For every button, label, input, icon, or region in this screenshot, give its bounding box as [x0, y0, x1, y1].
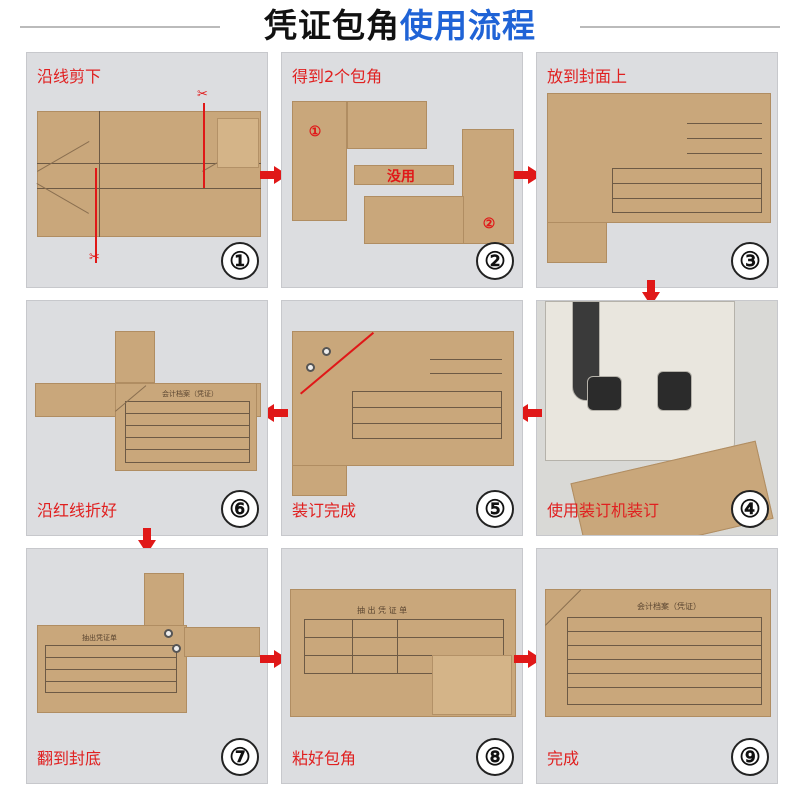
top-flap	[115, 331, 155, 383]
step-panel-6: 会计档案（凭证） 沿红线折好 ⑥	[26, 300, 268, 536]
form-rule	[45, 669, 177, 670]
form-rule	[687, 153, 762, 154]
cut-line	[95, 168, 97, 263]
corner-tab	[292, 466, 347, 496]
step-number-badge: ①	[221, 242, 259, 280]
scissors-icon: ✂	[197, 87, 208, 102]
step-number-badge: ⑦	[221, 738, 259, 776]
step-panel-8: 抽 出 凭 证 单 粘好包角 ⑧	[281, 548, 523, 784]
step-label: 使用装订机装订	[547, 501, 660, 520]
binding-hole	[164, 629, 173, 638]
glued-corner	[432, 655, 512, 715]
step-panel-4: 使用装订机装订 ④	[536, 300, 778, 536]
step-panel-5: 装订完成 ⑤	[281, 300, 523, 536]
form-rule	[397, 619, 398, 674]
kraft-piece	[462, 129, 514, 244]
fold-line	[37, 163, 261, 164]
machine-clamp	[587, 376, 622, 411]
form-rule	[125, 425, 250, 426]
step-panel-9: 会计档案（凭证） 完成 ⑨	[536, 548, 778, 784]
form-rule	[352, 619, 353, 674]
step-number-badge: ⑧	[476, 738, 514, 776]
voucher-front	[115, 383, 257, 471]
form-title: 抽 出 凭 证 单	[357, 606, 408, 615]
machine-punch	[657, 371, 692, 411]
step-label: 完成	[547, 749, 580, 768]
corner-two-mark: ②	[482, 216, 496, 232]
step-number-badge: ④	[731, 490, 769, 528]
step-label: 装订完成	[292, 501, 357, 520]
kraft-piece	[292, 101, 347, 221]
unused-mark: 没用	[387, 169, 415, 185]
corner-tab	[547, 223, 607, 263]
corner-one-mark: ①	[308, 124, 322, 140]
step-panel-1: 沿线剪下 ✂ ✂ ①	[26, 52, 268, 288]
title-part-blue: 使用流程	[400, 6, 536, 45]
form-rule	[125, 437, 250, 438]
title-rule-left	[20, 26, 220, 28]
step-number-badge: ③	[731, 242, 769, 280]
print-block	[217, 118, 259, 168]
step-label: 翻到封底	[37, 749, 102, 768]
form-rule	[45, 681, 177, 682]
cut-line	[203, 103, 205, 188]
form-table	[352, 391, 502, 439]
form-table	[612, 168, 762, 213]
kraft-piece	[347, 101, 427, 149]
form-rule	[304, 655, 504, 656]
form-rule	[430, 359, 502, 360]
step-panel-3: 放到封面上 ③	[536, 52, 778, 288]
form-rule	[125, 449, 250, 450]
side-flap	[184, 627, 260, 657]
form-table	[567, 617, 762, 705]
form-rule	[125, 413, 250, 414]
form-table	[304, 619, 504, 674]
step-label: 放到封面上	[547, 67, 628, 86]
form-rule	[567, 645, 762, 646]
form-rule	[430, 373, 502, 374]
kraft-piece	[364, 196, 464, 244]
scissors-icon: ✂	[89, 250, 100, 265]
step-label: 得到2个包角	[292, 67, 383, 86]
step-number-badge: ⑥	[221, 490, 259, 528]
form-rule	[567, 673, 762, 674]
form-rule	[567, 631, 762, 632]
unused-strip	[354, 165, 454, 185]
form-rule	[687, 123, 762, 124]
form-title: 会计档案（凭证）	[162, 390, 218, 398]
binding-hole	[322, 347, 331, 356]
form-rule	[352, 423, 502, 424]
form-title: 会计档案（凭证）	[637, 602, 701, 611]
step-label: 粘好包角	[292, 749, 357, 768]
step-number-badge: ⑤	[476, 490, 514, 528]
form-rule	[612, 183, 762, 184]
kraft-sheet	[37, 111, 261, 237]
title-rule-right	[580, 26, 780, 28]
fold-line	[37, 188, 261, 189]
form-rule	[567, 659, 762, 660]
form-rule	[304, 637, 504, 638]
cover-sheet	[547, 93, 771, 223]
binding-hole	[306, 363, 315, 372]
form-title: 抽出凭证单	[82, 634, 117, 642]
binding-hole	[172, 644, 181, 653]
step-label: 沿线剪下	[37, 67, 102, 86]
step-label: 沿红线折好	[37, 501, 118, 520]
form-rule	[612, 198, 762, 199]
step-panel-7: 抽出凭证单 翻到封底 ⑦	[26, 548, 268, 784]
finished-voucher	[545, 589, 771, 717]
form-rule	[352, 407, 502, 408]
form-rule	[45, 657, 177, 658]
form-table	[125, 401, 250, 463]
step-panel-2: 得到2个包角 ① 没用 ② ②	[281, 52, 523, 288]
step-number-badge: ⑨	[731, 738, 769, 776]
steps-grid: 沿线剪下 ✂ ✂ ① 得到2个包角 ① 没用 ② ② 放到封面上	[26, 52, 778, 792]
form-rule	[687, 138, 762, 139]
page-title: 凭证包角使用流程	[0, 4, 800, 48]
title-part-black: 凭证包角	[264, 6, 400, 45]
step-number-badge: ②	[476, 242, 514, 280]
fold-line	[99, 111, 100, 237]
form-rule	[567, 687, 762, 688]
